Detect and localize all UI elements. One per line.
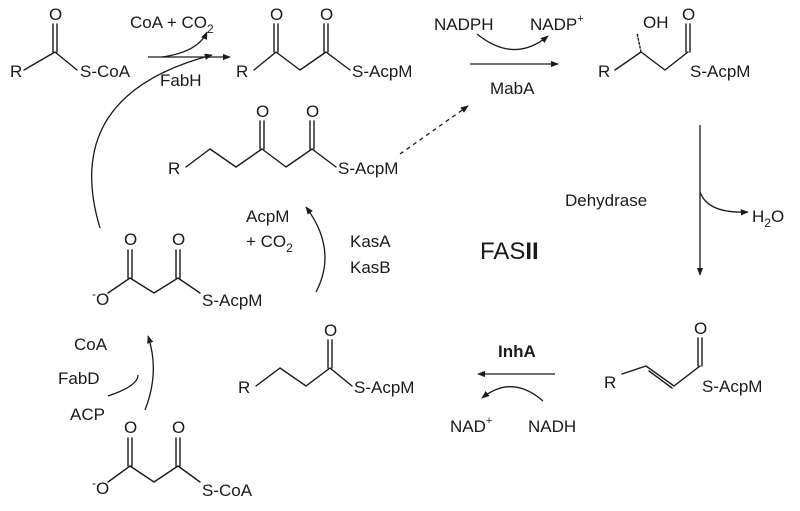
malonyl-acp-o1-label: O <box>124 230 137 249</box>
ketoacyl-acp-molecule: R O O S-AcpM <box>236 5 412 81</box>
fabh-enzyme-label: FabH <box>160 71 202 90</box>
fabd-product-label: CoA <box>74 335 108 354</box>
ketoacyl-acp-r-label: R <box>236 62 248 81</box>
acyl-acp-o-label: O <box>324 321 337 340</box>
acyl-coa-o-label: O <box>49 5 62 24</box>
fabh-byproduct-label: CoA + CO2 <box>130 13 214 36</box>
ketoacyl-acp-o2-label: O <box>320 5 333 24</box>
ketoacyl-acp-o1-label: O <box>270 5 283 24</box>
malonyl-acp-s-label: S-AcpM <box>202 291 262 310</box>
enoyl-acp-o-label: O <box>694 319 707 338</box>
dehydrase-product-label: H2O <box>752 207 784 230</box>
kas-byproduct-2-label: + CO2 <box>246 232 293 255</box>
maba-cofactor-out-label: NADP+ <box>530 13 584 34</box>
malonyl-coa-o2-label: O <box>172 418 185 437</box>
elongated-ketoacyl-acp-o2-label: O <box>306 102 319 121</box>
elongated-ketoacyl-acp-r-label: R <box>168 159 180 178</box>
malonyl-acp-molecule: -O O O S-AcpM <box>92 230 262 310</box>
malonyl-coa-s-label: S-CoA <box>202 481 253 500</box>
pathway-title: FASII <box>480 238 539 265</box>
acyl-coa-s-label: S-CoA <box>80 62 131 81</box>
fabh-reaction: CoA + CO2 FabH <box>130 13 231 90</box>
elongation-dashed-arrow <box>399 105 469 155</box>
elongated-ketoacyl-acp-o1-label: O <box>256 102 269 121</box>
inha-cofactor-out-label: NAD+ <box>450 415 492 436</box>
acyl-acp-r-label: R <box>238 378 250 397</box>
malonyl-coa-molecule: -O O O S-CoA <box>92 418 253 500</box>
acyl-coa-r-label: R <box>10 62 22 81</box>
malonyl-coa-o1-label: O <box>124 418 137 437</box>
ketoacyl-acp-s-label: S-AcpM <box>352 62 412 81</box>
elongated-ketoacyl-acp-molecule: R O O S-AcpM <box>168 102 398 178</box>
enoyl-acp-s-label: S-AcpM <box>702 377 762 396</box>
acyl-coa-molecule: R O S-CoA <box>10 5 131 81</box>
malonyl-to-fabh-arrow <box>91 53 213 229</box>
fabd-reaction: CoA FabD ACP <box>58 335 154 424</box>
maba-reaction: NADPH NADP+ MabA <box>399 13 584 155</box>
kas-enzyme-1-label: KasA <box>350 232 391 251</box>
inha-enzyme-label: InhA <box>498 342 536 361</box>
elongated-ketoacyl-acp-s-label: S-AcpM <box>338 159 398 178</box>
fabd-substrate-label: ACP <box>70 405 105 424</box>
kas-enzyme-2-label: KasB <box>350 258 391 277</box>
fabd-enzyme-label: FabD <box>58 369 100 388</box>
enoyl-acp-r-label: R <box>604 373 616 392</box>
malonyl-acp-o2-label: O <box>172 230 185 249</box>
maba-enzyme-label: MabA <box>490 79 535 98</box>
inha-reaction: InhA NAD+ NADH <box>450 342 576 436</box>
acyl-acp-molecule: R O S-AcpM <box>238 321 414 397</box>
hydroxyacyl-acp-o-label: O <box>682 5 695 24</box>
kas-reaction: AcpM + CO2 KasA KasB <box>246 206 391 293</box>
enoyl-acp-molecule: R O S-AcpM <box>604 319 762 396</box>
inha-cofactor-in-label: NADH <box>528 417 576 436</box>
hydroxyacyl-acp-s-label: S-AcpM <box>690 62 750 81</box>
maba-cofactor-in-label: NADPH <box>434 15 494 34</box>
acyl-acp-s-label: S-AcpM <box>354 378 414 397</box>
malonyl-coa-om-label: -O <box>92 476 109 498</box>
hydroxyacyl-acp-molecule: R OH O S-AcpM <box>598 5 750 81</box>
hydroxyacyl-acp-r-label: R <box>598 62 610 81</box>
hydroxyacyl-acp-oh-label: OH <box>643 13 669 32</box>
malonyl-acp-om-label: -O <box>92 287 109 309</box>
dehydrase-enzyme-label: Dehydrase <box>565 191 647 210</box>
dehydrase-reaction: Dehydrase H2O <box>565 125 784 276</box>
kas-byproduct-1-label: AcpM <box>246 207 289 226</box>
